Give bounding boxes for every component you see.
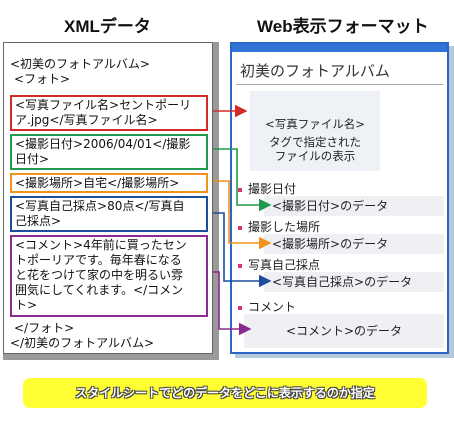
- comment-line: ト>: [15, 298, 38, 312]
- web-panel-header-bar: [232, 44, 447, 52]
- data-place-box: <撮影場所>のデータ: [264, 234, 444, 254]
- label-date-text: 撮影日付: [248, 182, 297, 196]
- file-name-line: <写真ファイル名>セントポーリ: [15, 98, 192, 112]
- title-divider: [236, 84, 443, 85]
- album-close-tag: </初美のフォトアルバム>: [10, 336, 155, 350]
- place-box: <撮影場所>自宅</撮影場所>: [10, 173, 208, 193]
- score-box: <写真自己採点>80点</写真自 己採点>: [10, 196, 208, 232]
- date-line: 日付>: [15, 152, 50, 166]
- image-text-line: タグで指定された: [269, 135, 361, 149]
- label-place-text: 撮影した場所: [248, 220, 321, 234]
- photo-close-tag: </フォト>: [14, 321, 75, 335]
- data-date-box: <撮影日付>のデータ: [264, 196, 444, 216]
- label-score-text: 写真自己採点: [248, 258, 321, 272]
- comment-arrow: [213, 271, 252, 336]
- web-format-title: Web表示フォーマット: [257, 17, 429, 36]
- label-comment: コメント: [238, 298, 296, 315]
- web-page-title: 初美のフォトアルバム: [240, 62, 390, 80]
- xml-panel: <初美のフォトアルバム> <フォト> <写真ファイル名>セントポーリ ア.jpg…: [3, 42, 213, 354]
- label-comment-text: コメント: [248, 300, 297, 314]
- score-arrow: [213, 212, 272, 288]
- bullet-icon: [238, 263, 242, 268]
- bullet-icon: [238, 305, 242, 310]
- data-score-box: <写真自己採点>のデータ: [264, 272, 444, 292]
- date-box: <撮影日付>2006/04/01</撮影 日付>: [10, 134, 208, 170]
- place-line: <撮影場所>自宅</撮影場所>: [15, 176, 180, 190]
- comment-line: <コメント>4年前に買ったセン: [15, 238, 187, 252]
- label-date: 撮影日付: [238, 180, 296, 197]
- date-arrow: [213, 148, 272, 212]
- comment-box: <コメント>4年前に買ったセン トポーリアです。毎年春になる と花をつけて家の中…: [10, 235, 208, 317]
- comment-line: と花をつけて家の中を明るい雰: [15, 268, 184, 282]
- caption-banner: スタイルシートでどのデータをどこに表示するのか指定: [23, 378, 427, 408]
- caption-text: スタイルシートでどのデータをどこに表示するのか指定: [75, 386, 375, 400]
- file-name-box: <写真ファイル名>セントポーリ ア.jpg</写真ファイル名>: [10, 95, 208, 131]
- image-text-line: <写真ファイル名>: [265, 117, 365, 131]
- bullet-icon: [238, 225, 242, 230]
- score-line: <写真自己採点>80点</写真自: [15, 199, 185, 213]
- comment-line: 囲気にしてくれます。</コメン: [15, 283, 184, 297]
- data-comment-box: <コメント>のデータ: [244, 314, 444, 348]
- place-arrow: [213, 180, 272, 250]
- xml-data-title: XMLデータ: [64, 17, 151, 36]
- bullet-icon: [238, 187, 242, 192]
- album-open-tag: <初美のフォトアルバム>: [10, 57, 150, 71]
- label-place: 撮影した場所: [238, 218, 320, 235]
- comment-line: トポーリアです。毎年春になる: [15, 253, 182, 267]
- label-score: 写真自己採点: [238, 256, 320, 273]
- date-line: <撮影日付>2006/04/01</撮影: [15, 137, 191, 151]
- image-text-line: ファイルの表示: [274, 149, 356, 163]
- web-panel: 初美のフォトアルバム <写真ファイル名> タグで指定された ファイルの表示 撮影…: [230, 42, 449, 354]
- photo-open-tag: <フォト>: [14, 72, 71, 86]
- file-name-line: ア.jpg</写真ファイル名>: [15, 113, 158, 127]
- image-placeholder: <写真ファイル名> タグで指定された ファイルの表示: [250, 91, 380, 171]
- score-line: 己採点>: [15, 214, 62, 228]
